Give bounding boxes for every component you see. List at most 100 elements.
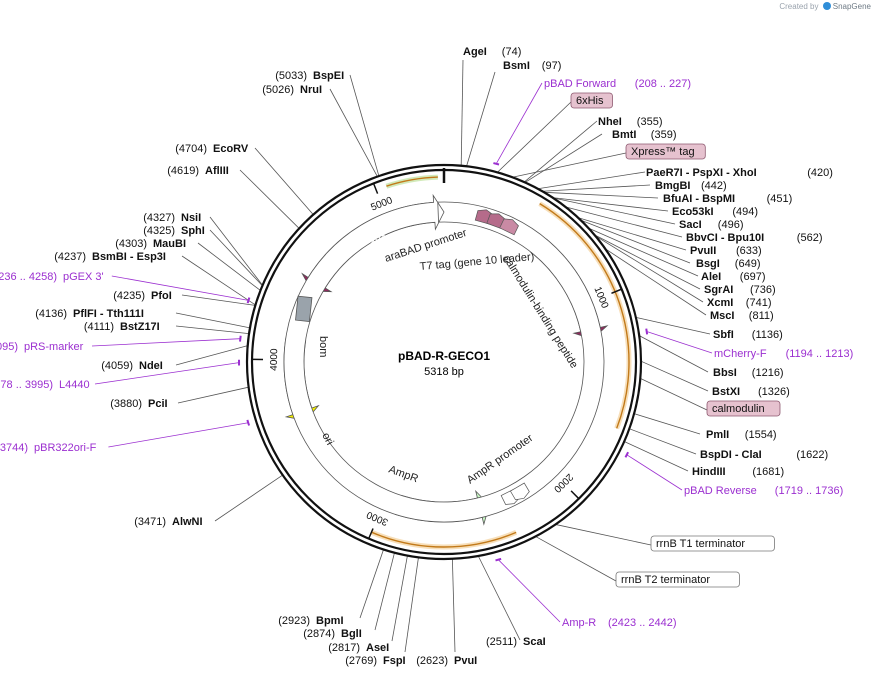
site-name-sgrai: SgrAI	[704, 284, 733, 296]
leader-line	[552, 197, 676, 225]
site-bbvci-bpu10i[interactable]: BbvCI - Bpu10I(562)	[686, 232, 822, 244]
leader-line	[524, 133, 603, 183]
leader-line	[595, 235, 704, 303]
primer-pgex-3[interactable]: (4236 .. 4258)pGEX 3'	[0, 271, 104, 283]
site-hindiii[interactable]: HindIII(1681)	[692, 466, 784, 478]
site-pos-saci: (496)	[718, 219, 744, 231]
feature-box-calmodulin[interactable]: calmodulin	[706, 400, 781, 417]
site-paer7i-pspxi-xhoi[interactable]: PaeR7I - PspXI - XhoI(420)	[646, 167, 833, 179]
feature-box-6xhis[interactable]: 6xHis	[570, 92, 613, 109]
site-bsmbi-esp3i[interactable]: (4237)BsmBI - Esp3I	[54, 251, 166, 263]
site-pos-bsmi: (97)	[542, 60, 562, 72]
bom-label: bom	[317, 336, 329, 357]
site-ecorv[interactable]: (4704)EcoRV	[175, 143, 249, 155]
ori-label: ori	[319, 431, 335, 447]
site-name-bspdi-clai: BspDI - ClaI	[700, 449, 762, 461]
site-msci[interactable]: MscI(811)	[710, 310, 774, 322]
site-name-pcii: PciI	[148, 398, 168, 410]
site-pos-pfoi: (4235)	[113, 290, 145, 302]
feature-leader	[512, 152, 627, 178]
leader-line	[542, 184, 651, 192]
site-bspdi-clai[interactable]: BspDI - ClaI (1622)	[700, 449, 828, 461]
site-bmgbi[interactable]: BmgBI(442)	[655, 180, 727, 192]
site-name-nrui: NruI	[300, 84, 322, 96]
site-sgrai[interactable]: SgrAI(736)	[704, 284, 776, 296]
site-name-afliii: AflIII	[205, 165, 229, 177]
site-eco53ki[interactable]: Eco53kI(494)	[672, 206, 758, 218]
site-alei[interactable]: AleI(697)	[701, 271, 765, 283]
site-pflfi-tth111i[interactable]: (4136)PflFI - Tth111I	[35, 308, 144, 320]
site-afliii[interactable]: (4619)AflIII	[167, 165, 229, 177]
leader-line	[181, 255, 256, 306]
site-xcmi[interactable]: XcmI(741)	[707, 297, 771, 309]
site-name-bstxi: BstXI	[712, 386, 740, 398]
site-name-saci: SacI	[679, 219, 702, 231]
site-asei[interactable]: (2817)AseI	[328, 642, 389, 654]
site-bsmi[interactable]: BsmI(97)	[503, 60, 561, 72]
primer-mcherry-f[interactable]: mCherry-F(1194 .. 1213)	[714, 348, 853, 360]
site-saci[interactable]: SacI (496)	[679, 219, 743, 231]
feature-box-bg	[650, 535, 775, 552]
primer-pbad-reverse[interactable]: pBAD Reverse(1719 .. 1736)	[684, 485, 843, 497]
site-agei[interactable]: AgeI(74)	[463, 46, 521, 58]
site-ndei[interactable]: (4059)NdeI	[101, 360, 163, 372]
site-bspei[interactable]: (5033)BspEI	[275, 70, 344, 82]
site-pos-maubi: (4303)	[115, 238, 147, 250]
site-name-agei: AgeI	[463, 46, 487, 58]
tick-2000	[570, 490, 580, 500]
feature-box-bg	[570, 92, 613, 109]
primer-pbad-forward[interactable]: pBAD Forward(208 .. 227)	[544, 78, 691, 90]
site-pos-bmti: (359)	[651, 129, 677, 141]
site-pos-nhei: (355)	[637, 116, 663, 128]
primer-site-mark	[246, 419, 251, 426]
leader-line	[374, 552, 395, 631]
site-scai[interactable]: (2511)ScaI	[486, 636, 546, 648]
site-name-sphi: SphI	[181, 225, 205, 237]
primer-leader	[495, 82, 543, 164]
credit-brand: SnapGene	[832, 2, 871, 11]
site-bstz17i[interactable]: (4111)BstZ17I	[84, 321, 160, 333]
site-bsgi[interactable]: BsgI(649)	[696, 258, 760, 270]
site-pcii[interactable]: (3880)PciI	[110, 398, 167, 410]
site-pos-nsii: (4327)	[143, 212, 175, 224]
site-sphi[interactable]: (4325)SphI	[143, 225, 205, 237]
primer-name-pgex-3: pGEX 3'	[63, 271, 104, 283]
site-pos-bspdi-clai: (1622)	[796, 449, 828, 461]
feature-box-rrnb-t1-terminator[interactable]: rrnB T1 terminator	[650, 535, 775, 552]
site-name-bspei: BspEI	[313, 70, 344, 82]
site-bgli[interactable]: (2874)BglI	[303, 628, 362, 640]
site-nsii[interactable]: (4327)NsiI	[143, 212, 201, 224]
site-bfuai-bspmi[interactable]: BfuAI - BspMI(451)	[663, 193, 792, 205]
site-nhei[interactable]: NheI(355)	[598, 116, 662, 128]
site-name-scai: ScaI	[523, 636, 546, 648]
site-pos-ecorv: (4704)	[175, 143, 207, 155]
site-pvuii[interactable]: PvuII(633)	[690, 245, 762, 257]
leader-line	[197, 242, 261, 291]
primer-amp-r[interactable]: Amp-R(2423 .. 2442)	[562, 617, 677, 629]
site-pmli[interactable]: PmlI(1554)	[706, 429, 777, 441]
site-maubi[interactable]: (4303)MauBI	[115, 238, 186, 250]
inner-features	[283, 193, 609, 526]
site-nrui[interactable]: (5026)NruI	[262, 84, 322, 96]
site-bmti[interactable]: BmtI(359)	[612, 129, 676, 141]
site-bpmi[interactable]: (2923)BpmI	[278, 615, 343, 627]
site-alwni[interactable]: (3471)AlwNI	[134, 516, 202, 528]
site-name-bmgbi: BmgBI	[655, 180, 690, 192]
site-bstxi[interactable]: BstXI(1326)	[712, 386, 790, 398]
site-pvui[interactable]: (2623)PvuI	[416, 655, 477, 667]
site-pos-bfuai-bspmi: (451)	[767, 193, 793, 205]
site-fspi[interactable]: (2769)FspI	[345, 655, 405, 667]
primer-l4440[interactable]: (3978 .. 3995)L4440	[0, 379, 90, 391]
feature-box-xpress-tag[interactable]: Xpress™ tag	[625, 143, 706, 160]
site-name-bsgi: BsgI	[696, 258, 720, 270]
feature-box-rrnb-t2-terminator[interactable]: rrnB T2 terminator	[615, 571, 740, 588]
site-pfoi[interactable]: (4235)PfoI	[113, 290, 172, 302]
primer-leader	[108, 422, 249, 448]
tick-label-4000: 4000	[269, 348, 280, 371]
primer-pos-pbad-reverse: (1719 .. 1736)	[775, 485, 844, 497]
primer-pbr322ori-f[interactable]: (3725 .. 3744)pBR322ori-F	[0, 442, 97, 454]
site-sbfi[interactable]: SbfI(1136)	[713, 329, 783, 341]
primer-site-mark	[495, 557, 502, 562]
site-bbsi[interactable]: BbsI(1216)	[713, 367, 784, 379]
